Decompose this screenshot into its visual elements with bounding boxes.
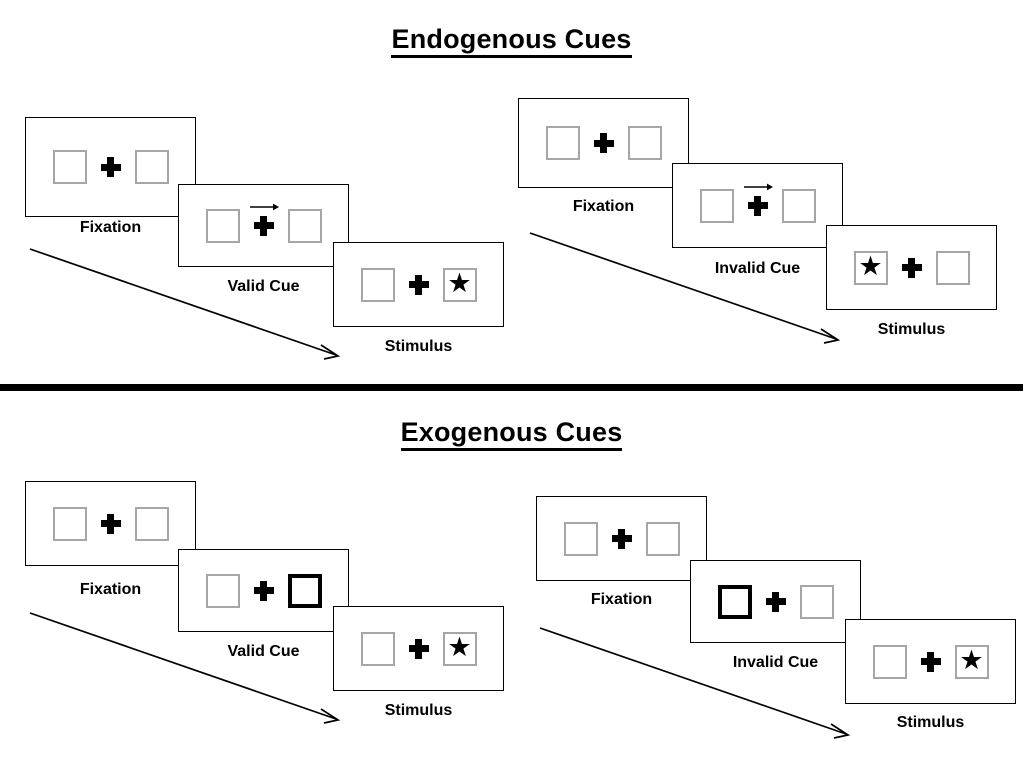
section-title-exogenous-text: Exogenous Cues	[400, 417, 623, 451]
star-target-icon: ★	[959, 645, 984, 675]
right-box	[935, 250, 970, 285]
panel-endogenous-valid-cue	[178, 184, 349, 267]
star-target-icon: ★	[447, 268, 472, 298]
right-box-with-target: ★	[954, 644, 989, 679]
panel-endogenous-valid-stimulus: ★	[333, 242, 504, 327]
star-target-icon: ★	[858, 251, 883, 281]
fixation-cross-icon	[408, 638, 429, 659]
section-title-exogenous: Exogenous Cues	[0, 417, 1023, 451]
section-title-endogenous: Endogenous Cues	[0, 24, 1023, 58]
fixation-cross-icon	[100, 513, 121, 534]
panel-label-stimulus: Stimulus	[877, 321, 946, 338]
right-box	[134, 150, 169, 184]
panel-label-stimulus: Stimulus	[384, 338, 453, 355]
star-target-icon: ★	[447, 632, 472, 662]
cue-right-arrow-icon	[743, 183, 773, 190]
right-box	[627, 126, 662, 160]
panel-exogenous-valid-cue	[178, 549, 349, 632]
panel-label-invalid-cue: Invalid Cue	[714, 260, 801, 277]
panel-label-valid-cue: Valid Cue	[227, 278, 300, 295]
panel-endogenous-invalid-stimulus: ★	[826, 225, 997, 310]
right-box-with-target: ★	[442, 267, 477, 302]
left-box	[563, 521, 598, 556]
panel-label-stimulus: Stimulus	[896, 714, 965, 731]
fixation-cross-icon	[593, 133, 614, 153]
panel-exogenous-valid-fixation	[25, 481, 196, 566]
fixation-cross-icon	[901, 257, 922, 278]
right-box-cued	[287, 573, 322, 608]
panel-exogenous-invalid-fixation	[536, 496, 707, 581]
right-box	[799, 584, 834, 619]
fixation-cross-icon	[611, 528, 632, 549]
panel-exogenous-invalid-stimulus: ★	[845, 619, 1016, 704]
fixation-cross-icon	[253, 580, 274, 601]
left-box	[360, 267, 395, 302]
panel-label-invalid-cue: Invalid Cue	[732, 654, 819, 671]
right-box-with-target: ★	[442, 631, 477, 666]
left-box	[699, 188, 734, 223]
panel-label-fixation: Fixation	[79, 581, 142, 598]
right-box	[645, 521, 680, 556]
left-box-cued	[717, 584, 752, 619]
right-box	[781, 188, 816, 223]
fixation-cross-icon	[743, 183, 773, 216]
fixation-cross-icon	[920, 651, 941, 672]
left-box-with-target: ★	[853, 250, 888, 285]
left-box	[872, 644, 907, 679]
panel-endogenous-invalid-fixation	[518, 98, 689, 188]
section-title-endogenous-text: Endogenous Cues	[391, 24, 632, 58]
left-box	[52, 150, 87, 184]
fixation-cross-icon	[249, 203, 279, 236]
right-box	[287, 208, 322, 243]
panel-label-valid-cue: Valid Cue	[227, 643, 300, 660]
fixation-cross-icon	[765, 591, 786, 612]
left-box	[360, 631, 395, 666]
right-box	[134, 506, 169, 541]
fixation-cross-icon	[100, 157, 121, 177]
fixation-cross-icon	[408, 274, 429, 295]
section-divider	[0, 384, 1023, 391]
left-box	[545, 126, 580, 160]
panel-endogenous-valid-fixation	[25, 117, 196, 217]
left-box	[205, 208, 240, 243]
cue-right-arrow-icon	[249, 203, 279, 210]
panel-exogenous-valid-stimulus: ★	[333, 606, 504, 691]
panel-exogenous-invalid-cue	[690, 560, 861, 643]
panel-label-fixation: Fixation	[590, 591, 653, 608]
panel-endogenous-invalid-cue	[672, 163, 843, 248]
left-box	[205, 573, 240, 608]
panel-label-stimulus: Stimulus	[384, 702, 453, 719]
panel-label-fixation: Fixation	[572, 198, 635, 215]
left-box	[52, 506, 87, 541]
panel-label-fixation: Fixation	[79, 219, 142, 236]
